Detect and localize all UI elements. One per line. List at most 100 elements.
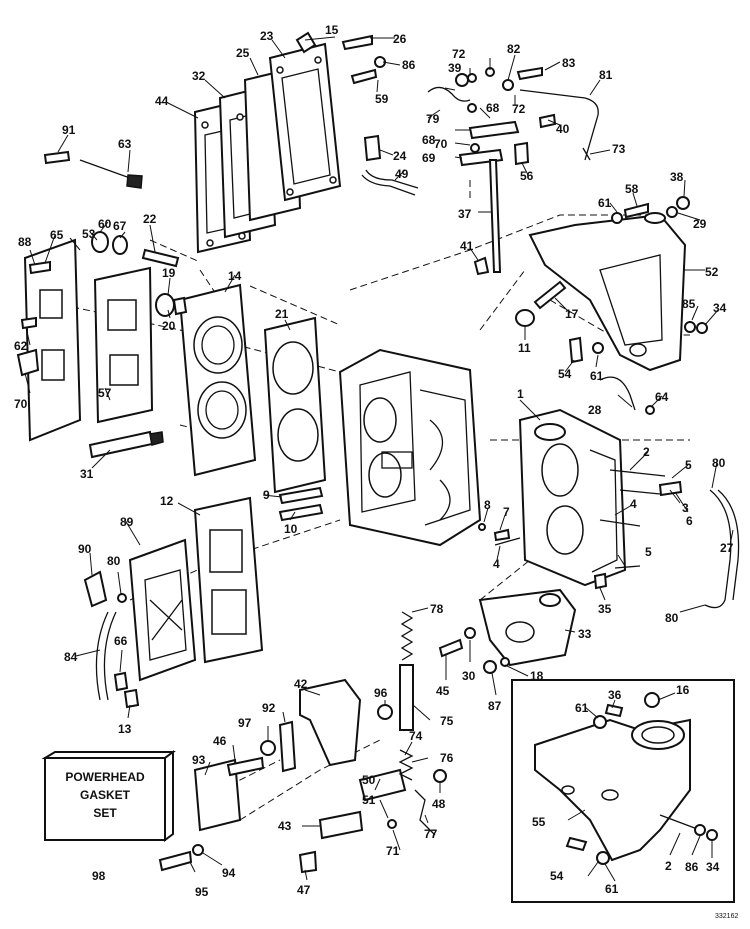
callout: 68: [422, 133, 436, 147]
callout: 28: [588, 403, 602, 417]
callout: 5: [645, 545, 652, 559]
callout: 81: [599, 68, 613, 82]
intake-manifold: [128, 538, 197, 682]
callout: 98: [92, 869, 106, 883]
callout: 70: [434, 137, 448, 151]
callout: 2: [665, 859, 672, 873]
callout: 26: [393, 32, 407, 46]
callout: 82: [507, 42, 521, 56]
callout: 23: [260, 29, 274, 43]
callout: 61: [590, 369, 604, 383]
callout: 91: [62, 123, 76, 137]
callout: 80: [712, 456, 726, 470]
callout: 53: [82, 227, 96, 241]
gasket-box-line-3: SET: [93, 806, 117, 820]
callout: 66: [114, 634, 128, 648]
callout: 46: [213, 734, 227, 748]
callout: 72: [512, 102, 526, 116]
callout: 47: [297, 883, 311, 897]
callout: 13: [118, 722, 132, 736]
callout: 14: [228, 269, 242, 283]
callout: 61: [575, 701, 589, 715]
callout-labels: 1 2 2 3 4 4 5 5 6 7 8 9 10 11 12 13 14 1…: [14, 23, 734, 899]
callout: 95: [195, 885, 209, 899]
callout: 56: [520, 169, 534, 183]
callout: 11: [518, 341, 531, 355]
callout: 67: [113, 219, 127, 233]
callout: 18: [530, 669, 544, 683]
callout: 51: [362, 793, 376, 807]
callout: 31: [80, 467, 94, 481]
callout: 86: [402, 58, 416, 72]
intake-manifold-assembly: [95, 496, 264, 701]
callout: 30: [462, 669, 476, 683]
callout: 55: [532, 815, 546, 829]
callout: 49: [395, 167, 409, 181]
callout: 48: [432, 797, 446, 811]
callout: 75: [440, 714, 454, 728]
callout: 3: [682, 501, 689, 515]
callout: 54: [550, 869, 564, 883]
callout: 17: [565, 307, 579, 321]
cylinder-head: [178, 283, 257, 477]
callout: 79: [426, 112, 440, 126]
callout: 36: [608, 688, 622, 702]
callout: 44: [155, 94, 169, 108]
gasket-box-line-2: GASKET: [80, 788, 131, 802]
leader-lines: [24, 36, 734, 882]
callout: 41: [460, 239, 474, 253]
callout: 76: [440, 751, 454, 765]
callout: 73: [612, 142, 626, 156]
callout: 27: [720, 541, 734, 555]
callout: 84: [64, 650, 78, 664]
callout: 21: [275, 307, 289, 321]
callout: 16: [676, 683, 690, 697]
callout: 78: [430, 602, 444, 616]
callout: 40: [556, 122, 570, 136]
callout: 54: [558, 367, 572, 381]
callout: 65: [50, 228, 64, 242]
callout: 80: [665, 611, 679, 625]
gasket-set-box: POWERHEAD GASKET SET: [41, 750, 176, 842]
callout: 29: [693, 217, 707, 231]
callout: 50: [362, 773, 376, 787]
callout: 60: [98, 217, 112, 231]
callout: 22: [143, 212, 157, 226]
mounting-bracket: [528, 212, 687, 372]
callout: 12: [160, 494, 174, 508]
callout: 10: [284, 522, 298, 536]
exhaust-cover-stack: [193, 42, 342, 254]
callout: 72: [452, 47, 466, 61]
callout: 74: [409, 729, 423, 743]
callout: 4: [630, 497, 637, 511]
callout: 25: [236, 46, 250, 60]
callout: 39: [448, 61, 462, 75]
callout: 57: [98, 386, 112, 400]
callout: 61: [598, 196, 612, 210]
callout: 83: [562, 56, 576, 70]
callout: 34: [713, 301, 727, 315]
callout: 43: [278, 819, 292, 833]
callout: 20: [162, 319, 176, 333]
callout: 7: [503, 505, 510, 519]
callout: 77: [424, 827, 438, 841]
callout: 93: [192, 753, 206, 767]
callout: 69: [422, 151, 436, 165]
hardware: [16, 31, 740, 874]
callout: 71: [386, 844, 400, 858]
callout: 68: [486, 101, 500, 115]
callout: 52: [705, 265, 719, 279]
callout: 8: [484, 498, 491, 512]
callout: 15: [325, 23, 339, 37]
water-cover: [23, 238, 82, 442]
carburetor-linkage: [478, 588, 577, 667]
callout: 2: [643, 445, 650, 459]
callout: 37: [458, 207, 472, 221]
callout: 42: [294, 677, 308, 691]
callout: 5: [685, 458, 692, 472]
callout: 96: [374, 686, 388, 700]
crankcase: [518, 408, 627, 587]
callout: 34: [706, 860, 720, 874]
callout: 85: [682, 297, 696, 311]
